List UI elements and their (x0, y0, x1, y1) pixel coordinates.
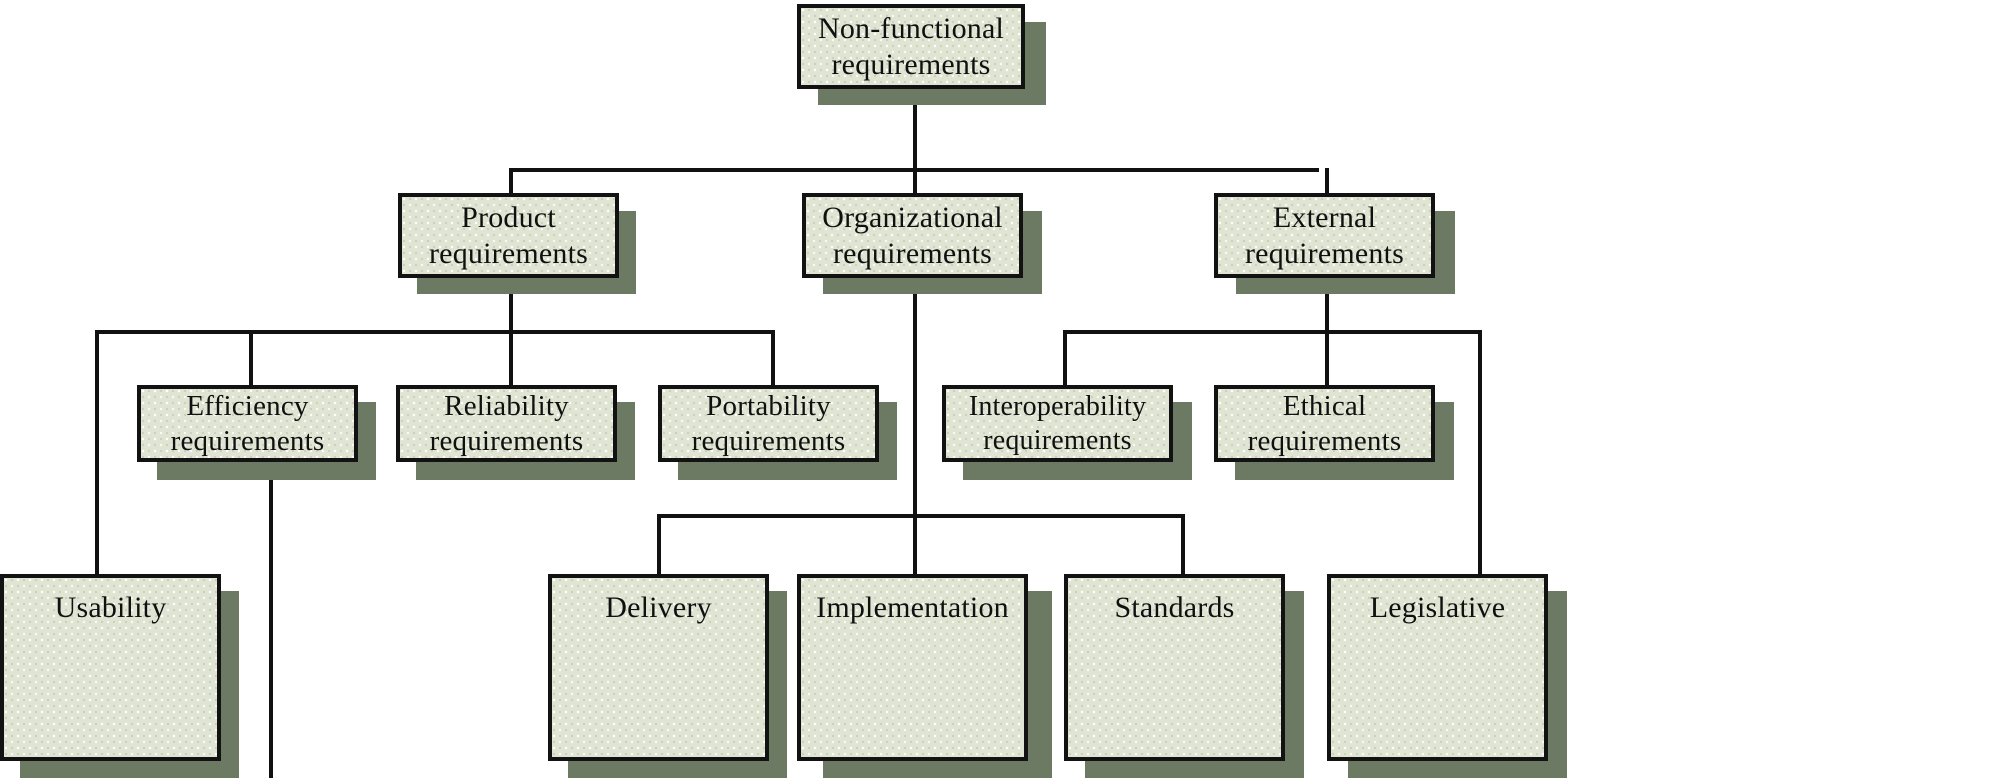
connector-external-stem (1325, 276, 1329, 332)
connector-root-stem (913, 88, 917, 170)
node-legislative[interactable]: Legislative (1327, 574, 1548, 761)
connector-organizational-bus (657, 514, 1185, 518)
node-label-line1: Reliability (444, 390, 569, 423)
connector-drop-standards (1181, 514, 1185, 574)
node-reliability-requirements[interactable]: Reliability requirements (396, 385, 617, 462)
node-external-requirements[interactable]: External requirements (1214, 193, 1435, 278)
node-label-line1: Efficiency (186, 390, 309, 423)
connector-external-bus (1063, 330, 1482, 334)
connector-drop-interoperability (1063, 330, 1067, 385)
node-label-line1: Usability (54, 591, 167, 624)
connector-drop-portability (771, 330, 775, 385)
node-label-line1: Implementation (816, 591, 1009, 624)
node-label-line1: Organizational (822, 201, 1003, 235)
connector-drop-delivery (657, 514, 661, 574)
connector-product-bus (95, 330, 775, 334)
node-label-line1: Legislative (1369, 591, 1506, 624)
node-implementation[interactable]: Implementation (797, 574, 1028, 761)
node-label-line2: requirements (831, 47, 991, 81)
connector-drop-reliability (509, 330, 513, 385)
connector-drop-external (1325, 168, 1329, 195)
connector-product-stem (509, 276, 513, 332)
node-interoperability-requirements[interactable]: Interoperability requirements (942, 385, 1173, 462)
node-label-line2: requirements (983, 424, 1132, 456)
node-label-line1: Non-functional (817, 12, 1005, 46)
node-ethical-requirements[interactable]: Ethical requirements (1214, 385, 1435, 462)
node-label-line2: requirements (428, 236, 588, 270)
node-label-line2: requirements (832, 236, 992, 270)
node-portability-requirements[interactable]: Portability requirements (658, 385, 879, 462)
node-efficiency-requirements[interactable]: Efficiency requirements (137, 385, 358, 462)
node-label-line2: requirements (1247, 424, 1402, 457)
node-usability[interactable]: Usability (0, 574, 221, 761)
connector-drop-ethical (1325, 330, 1329, 385)
connector-drop-organizational (913, 168, 917, 195)
node-organizational-requirements[interactable]: Organizational requirements (802, 193, 1023, 278)
node-label-line1: Standards (1114, 591, 1235, 624)
node-label-line2: requirements (170, 424, 325, 457)
node-delivery[interactable]: Delivery (548, 574, 769, 761)
node-product-requirements[interactable]: Product requirements (398, 193, 619, 278)
node-label-line2: requirements (691, 424, 846, 457)
node-label-line1: Portability (706, 390, 831, 423)
node-label-line1: Ethical (1282, 390, 1367, 423)
node-label-line1: Delivery (605, 591, 712, 624)
connector-efficiency-stem (269, 462, 273, 778)
connector-organizational-stem (913, 276, 917, 516)
node-label-line2: requirements (1244, 236, 1404, 270)
connector-drop-usability-long (95, 330, 99, 578)
connector-drop-efficiency (249, 330, 253, 385)
node-label-line1: Product (461, 201, 556, 235)
connector-drop-legislative-long (1478, 330, 1482, 578)
connector-drop-product (509, 168, 513, 195)
node-label-line2: requirements (429, 424, 584, 457)
node-label-line1: Interoperability (968, 391, 1147, 423)
node-label-line1: External (1272, 201, 1377, 235)
node-standards[interactable]: Standards (1064, 574, 1285, 761)
node-non-functional-requirements[interactable]: Non-functional requirements (797, 4, 1025, 89)
